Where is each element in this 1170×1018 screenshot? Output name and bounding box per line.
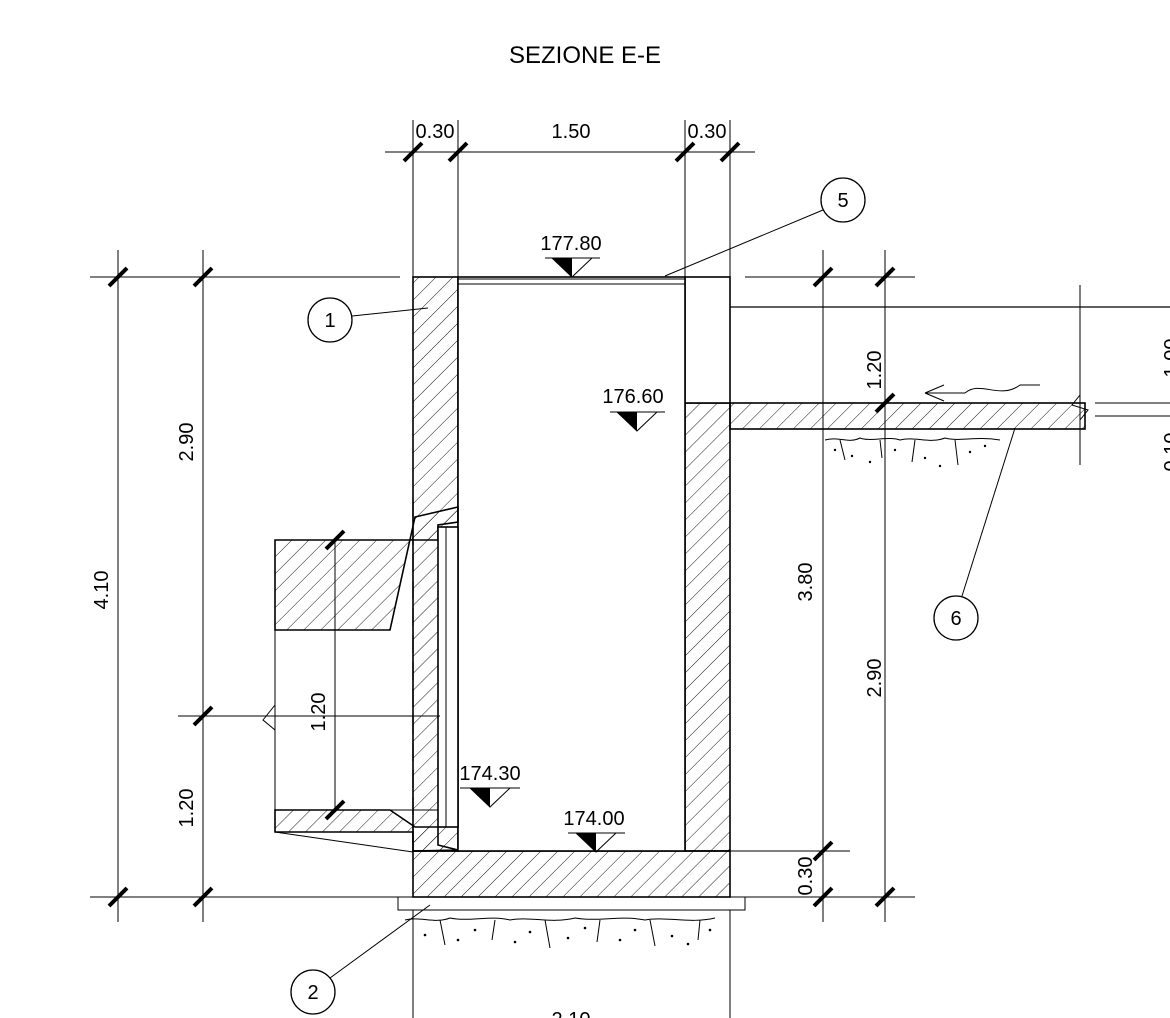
flow-arrow-icon: [924, 384, 1040, 402]
bedding-layer: [397, 896, 746, 911]
right-channel: [730, 285, 1170, 465]
callout-6-number: 6: [950, 608, 961, 630]
section-title: SEZIONE E-E: [509, 42, 661, 69]
dim-top-wall-right: 0.30: [688, 121, 727, 143]
dim-far-right-thickness: 0.10: [1161, 433, 1170, 472]
elevation-marker-pipe: 174.30: [459, 763, 521, 808]
right-wall-lower: [684, 402, 731, 852]
soil-under-channel: [824, 437, 1001, 468]
callout-5: 5: [664, 177, 866, 277]
dim-right-depth: 3.80: [795, 563, 817, 602]
callout-1: 1: [307, 297, 429, 343]
pipe-lower-wall: [274, 809, 459, 852]
dim-left-total-height: 4.10: [91, 571, 113, 610]
elevation-marker-top: 177.80: [540, 233, 602, 278]
callout-5-number: 5: [837, 190, 848, 212]
elevation-marker-bottom: 174.00: [563, 808, 625, 853]
dim-right-slab: 0.30: [795, 857, 817, 896]
callout-1-number: 1: [324, 310, 335, 332]
dim-right-upper-height: 1.20: [864, 351, 886, 390]
dim-bottom-width: 2.10: [552, 1009, 591, 1018]
dim-left-upper-height: 2.90: [176, 423, 198, 462]
pipe-ring: [437, 526, 459, 828]
soil-under-slab: [404, 917, 716, 949]
dim-far-right-height: 1.00: [1161, 339, 1170, 378]
concrete-structure: [397, 276, 1086, 911]
channel-slab: [729, 402, 1086, 430]
chamber-cavity: [457, 276, 686, 852]
channel-break: [1071, 394, 1089, 421]
elevation-channel-label: 176.60: [602, 386, 663, 408]
pipe-break-line: [262, 540, 276, 810]
dim-pipe-diameter: 1.20: [308, 693, 330, 732]
callout-2: 2: [290, 904, 431, 1015]
elevation-marker-channel: 176.60: [602, 386, 665, 432]
bottom-slab: [412, 850, 731, 898]
dim-top-inner-width: 1.50: [552, 121, 591, 143]
elevation-top-label: 177.80: [540, 233, 601, 255]
inlet-pipe: [262, 500, 459, 853]
elevation-pipe-label: 174.30: [459, 763, 520, 785]
top-cover: [457, 278, 686, 285]
dim-right-lower-height: 2.90: [864, 659, 886, 698]
elevation-bottom-label: 174.00: [563, 808, 624, 830]
callout-6: 6: [933, 427, 1016, 641]
dimension-lines: [90, 120, 915, 1018]
dim-left-lower-height: 1.20: [176, 789, 198, 828]
right-wall-upper: [684, 276, 731, 404]
dim-top-wall-left: 0.30: [416, 121, 455, 143]
pipe-bottom-line: [274, 831, 414, 853]
callout-2-number: 2: [307, 982, 318, 1004]
